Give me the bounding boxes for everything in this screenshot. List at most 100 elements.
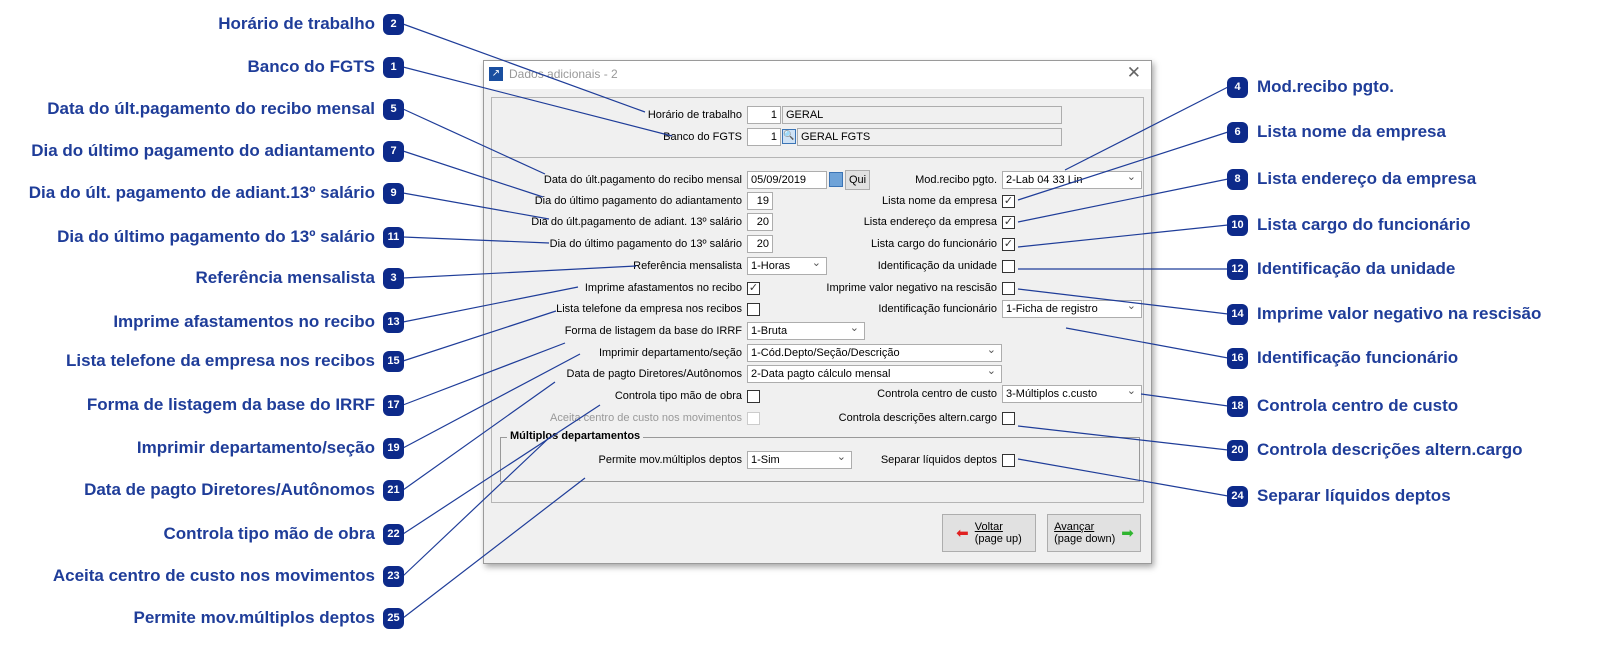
avancar-label: Avançar: [1054, 521, 1095, 533]
callout-lista-telefone-da-empresa-nos-recibos: Lista telefone da empresa nos recibos 15: [66, 349, 404, 373]
horario-de-trabalho-label: Horário de trabalho: [647, 109, 742, 121]
window-title: Dados adicionais - 2: [509, 67, 618, 81]
qui-button[interactable]: Qui: [845, 170, 870, 190]
callout-aceita-centro-de-custo-nos-movimentos: Aceita centro de custo nos movimentos 23: [53, 564, 404, 588]
controla-descricoes-altern-cargo-checkbox[interactable]: [1002, 412, 1015, 425]
lista-nome-da-empresa-checkbox[interactable]: ✓: [1002, 195, 1015, 208]
horario-de-trabalho-code-input[interactable]: 1: [747, 106, 781, 124]
title-bar: ↗ Dados adicionais - 2 ✕: [484, 61, 1151, 89]
dia-do-ult-pagamento-de-adiant-13-salario-input[interactable]: 20: [747, 213, 773, 231]
arrow-right-icon: ➡: [1121, 525, 1134, 542]
separar-liquidos-deptos-label: Separar líquidos deptos: [880, 454, 997, 466]
referencia-mensalista-label: Referência mensalista: [633, 260, 742, 272]
callout-label: Permite mov.múltiplos deptos: [133, 608, 375, 627]
mod-recibo-pgto-select[interactable]: 2-Lab 04 33 Lin: [1002, 171, 1142, 189]
callout-number-badge: 16: [1227, 347, 1248, 369]
imprime-valor-negativo-na-rescisao-checkbox[interactable]: [1002, 282, 1015, 295]
callout-imprime-afastamentos-no-recibo: Imprime afastamentos no recibo 13: [113, 310, 404, 334]
callout-label: Lista cargo do funcionário: [1257, 215, 1471, 234]
dia-do-ult-pagamento-de-adiant-13-salario-label: Dia do últ.pagamento de adiant. 13º salá…: [531, 216, 742, 228]
aceita-centro-de-custo-nos-movimentos-label: Aceita centro de custo nos movimentos: [550, 412, 742, 424]
callout-label: Lista nome da empresa: [1257, 122, 1446, 141]
imprimir-departamento-secao-select[interactable]: 1-Cód.Depto/Seção/Descrição: [747, 344, 1002, 362]
data-do-ult-pagamento-do-recibo-mensal-label: Data do últ.pagamento do recibo mensal: [543, 174, 742, 186]
callout-number-badge: 13: [383, 311, 404, 333]
callout-data-de-pagto-diretores-autonomos: Data de pagto Diretores/Autônomos 21: [84, 478, 404, 502]
forma-de-listagem-da-base-do-irrf-select[interactable]: 1-Bruta: [747, 322, 865, 340]
data-de-pagto-diretores-autonomos-label: Data de pagto Diretores/Autônomos: [566, 368, 743, 380]
arrow-left-icon: ⬅: [956, 525, 969, 542]
avancar-sublabel: (page down): [1054, 533, 1116, 545]
lista-cargo-do-funcionario-label: Lista cargo do funcionário: [871, 238, 997, 250]
callout-label: Imprime afastamentos no recibo: [113, 312, 375, 331]
lista-telefone-da-empresa-nos-recibos-checkbox[interactable]: [747, 303, 760, 316]
callout-number-badge: 15: [383, 350, 404, 372]
identificacao-da-unidade-checkbox[interactable]: [1002, 260, 1015, 273]
callout-number-badge: 4: [1227, 76, 1248, 98]
lista-cargo-do-funcionario-checkbox[interactable]: ✓: [1002, 238, 1015, 251]
callout-label: Controla descrições altern.cargo: [1257, 440, 1523, 459]
callout-banco-do-fgts: Banco do FGTS 1: [247, 55, 404, 79]
identificacao-funcionario-label: Identificação funcionário: [878, 303, 997, 315]
callout-label: Dia do último pagamento do 13º salário: [57, 227, 375, 246]
callout-label: Banco do FGTS: [247, 57, 376, 76]
controla-tipo-mao-de-obra-checkbox[interactable]: [747, 390, 760, 403]
avancar-button[interactable]: Avançar(page down) ➡: [1047, 514, 1141, 552]
callout-label: Identificação da unidade: [1257, 259, 1456, 278]
referencia-mensalista-select[interactable]: 1-Horas: [747, 257, 827, 275]
separar-liquidos-deptos-checkbox[interactable]: [1002, 454, 1015, 467]
callout-label: Data de pagto Diretores/Autônomos: [84, 480, 375, 499]
callout-label: Lista telefone da empresa nos recibos: [66, 351, 375, 370]
imprime-afastamentos-no-recibo-checkbox[interactable]: ✓: [747, 282, 760, 295]
lista-endereco-da-empresa-checkbox[interactable]: ✓: [1002, 216, 1015, 229]
dia-do-ultimo-pagamento-do-adiantamento-input[interactable]: 19: [747, 192, 773, 210]
callout-dia-do-ult-pagamento-de-adiant-13-salario: Dia do últ. pagamento de adiant.13º salá…: [29, 181, 404, 205]
horario-de-trabalho-name: GERAL: [782, 106, 1062, 124]
callout-dia-do-ultimo-pagamento-do-adiantamento: Dia do último pagamento do adiantamento 7: [31, 139, 404, 163]
controla-centro-de-custo-select[interactable]: 3-Múltiplos c.custo: [1002, 385, 1142, 403]
callout-number-badge: 19: [383, 437, 404, 459]
callout-number-badge: 1: [383, 56, 404, 78]
permite-mov-multiplos-deptos-label: Permite mov.múltiplos deptos: [598, 454, 742, 466]
data-do-ult-pagamento-do-recibo-mensal-input[interactable]: 05/09/2019: [747, 171, 827, 189]
callout-imprime-valor-negativo-na-rescisao: 14 Imprime valor negativo na rescisão: [1227, 302, 1541, 326]
callout-number-badge: 5: [383, 98, 404, 120]
callout-number-badge: 12: [1227, 258, 1248, 280]
banco-do-fgts-code-input[interactable]: 1: [747, 128, 781, 146]
dia-do-ultimo-pagamento-do-13-salario-input[interactable]: 20: [747, 235, 773, 253]
callout-number-badge: 7: [383, 140, 404, 162]
close-button[interactable]: ✕: [1126, 63, 1141, 82]
callout-number-badge: 23: [383, 565, 404, 587]
callout-label: Imprimir departamento/seção: [136, 438, 375, 457]
identificacao-funcionario-select[interactable]: 1-Ficha de registro: [1002, 300, 1142, 318]
group-title: Múltiplos departamentos: [507, 430, 644, 442]
callout-label: Dia do último pagamento do adiantamento: [31, 141, 375, 160]
lista-endereco-da-empresa-label: Lista endereço da empresa: [863, 216, 997, 228]
callout-label: Aceita centro de custo nos movimentos: [52, 566, 375, 585]
callout-number-badge: 2: [383, 13, 404, 35]
callout-label: Referência mensalista: [195, 268, 375, 287]
permite-mov-multiplos-deptos-select[interactable]: 1-Sim: [747, 451, 852, 469]
lookup-icon[interactable]: 🔍: [782, 129, 796, 144]
callout-label: Controla tipo mão de obra: [163, 524, 375, 543]
callout-number-badge: 21: [383, 479, 404, 501]
callout-label: Controla centro de custo: [1257, 396, 1459, 415]
callout-label: Identificação funcionário: [1257, 348, 1459, 367]
data-de-pagto-diretores-autonomos-select[interactable]: 2-Data pagto cálculo mensal: [747, 365, 1002, 383]
dia-do-ultimo-pagamento-do-adiantamento-label: Dia do último pagamento do adiantamento: [534, 195, 742, 207]
callout-label: Imprime valor negativo na rescisão: [1257, 304, 1542, 323]
callout-number-badge: 17: [383, 394, 404, 416]
callout-number-badge: 14: [1227, 303, 1248, 325]
voltar-label: Voltar: [974, 521, 1003, 533]
voltar-button[interactable]: ⬅ Voltar(page up): [942, 514, 1036, 552]
controla-tipo-mao-de-obra-label: Controla tipo mão de obra: [614, 390, 742, 402]
calendar-icon[interactable]: [829, 172, 843, 187]
section-divider: [491, 157, 1143, 158]
